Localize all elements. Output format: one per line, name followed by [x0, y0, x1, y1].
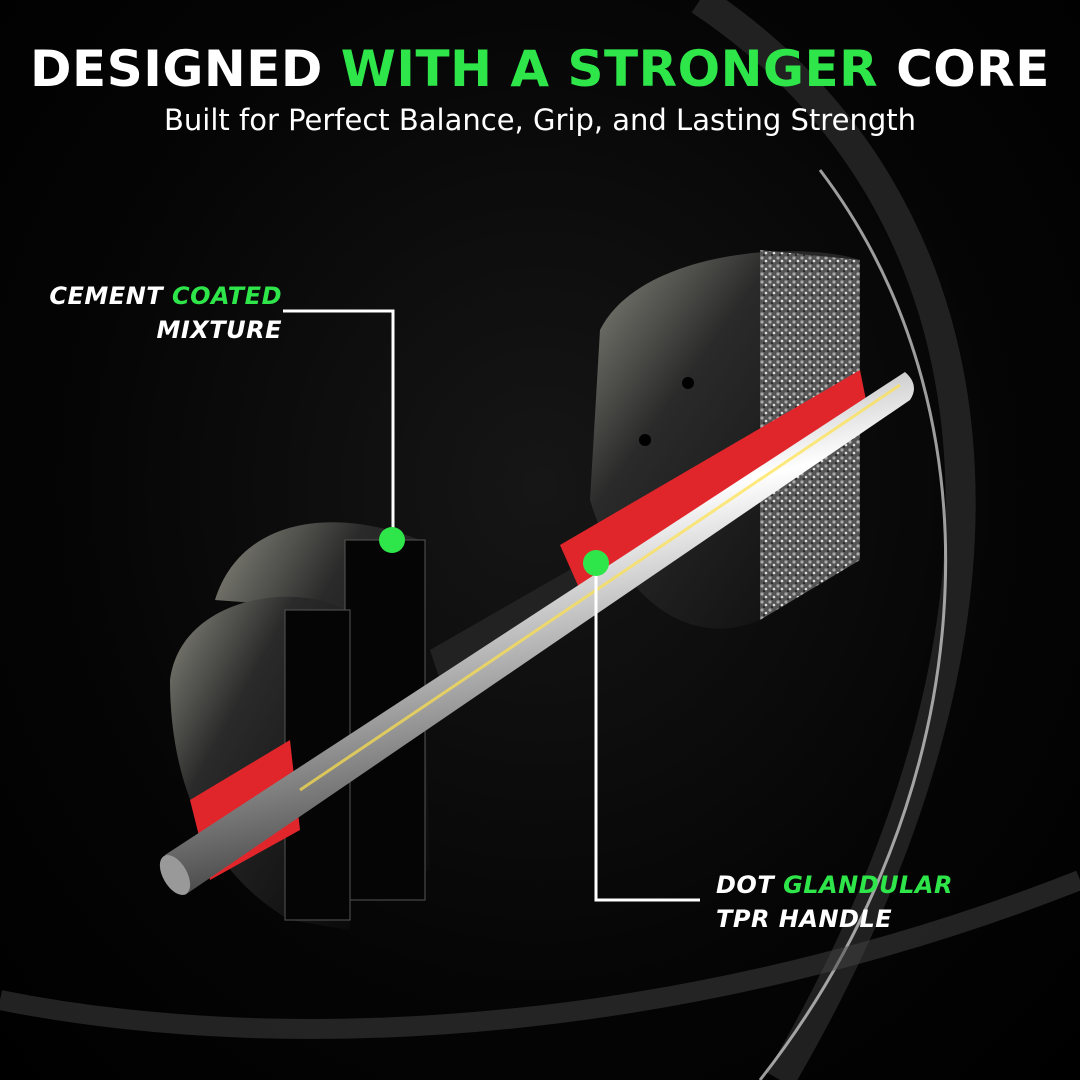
callout-line-handle [594, 563, 700, 902]
callout-dot-cement [379, 527, 405, 553]
callout-text: CEMENT [49, 282, 173, 310]
callout-highlight: COATED [172, 282, 282, 310]
headline-highlight: WITH A STRONGER [340, 40, 879, 98]
callout-dot-handle [583, 550, 609, 576]
headline: DESIGNED WITH A STRONGER CORE [0, 40, 1080, 98]
callout-highlight: GLANDULAR [783, 871, 953, 899]
callout-text: DOT [716, 871, 784, 899]
subtitle: Built for Perfect Balance, Grip, and Las… [164, 103, 916, 137]
callout-text: MIXTURE [156, 316, 282, 344]
callout-cement-coated: CEMENT COATED MIXTURE [49, 279, 282, 347]
headline-part2: CORE [878, 40, 1050, 98]
tpr-handle [560, 370, 870, 590]
callout-line-cement [283, 309, 395, 540]
headline-part1: DESIGNED [30, 40, 341, 98]
callout-text: TPR HANDLE [716, 905, 893, 933]
callout-tpr-handle: DOT GLANDULAR TPR HANDLE [716, 868, 953, 936]
